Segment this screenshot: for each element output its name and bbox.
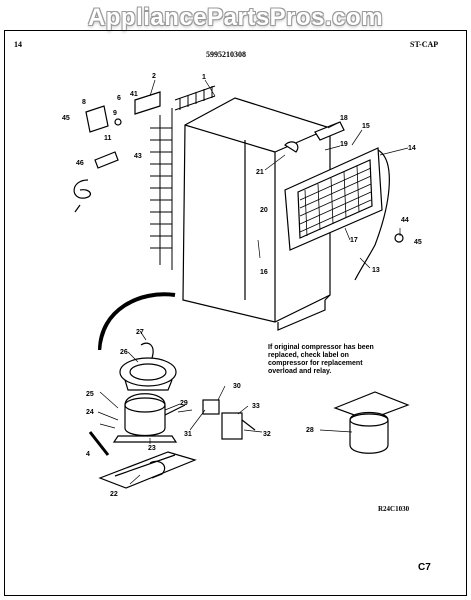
callout-17: 17 (350, 237, 358, 244)
watermark-text: AppliancePartsPros.com (87, 4, 384, 31)
callout-45-right: 45 (414, 239, 422, 246)
callout-4: 4 (86, 451, 90, 458)
callout-32: 32 (263, 431, 271, 438)
header-right-code: ST-CAP (410, 40, 439, 49)
callout-45-left: 45 (62, 115, 70, 122)
callout-6: 6 (117, 95, 121, 102)
leader-lines (97, 79, 409, 485)
callout-23: 23 (148, 445, 156, 452)
callout-14: 14 (408, 145, 416, 152)
callout-2: 2 (152, 73, 156, 80)
callout-8: 8 (82, 99, 86, 106)
thermostat-knob (394, 233, 404, 243)
callout-26: 26 (120, 349, 128, 356)
callout-29: 29 (180, 400, 188, 407)
callout-30: 30 (233, 383, 241, 390)
control-parts (73, 91, 161, 213)
defrost-heater (88, 431, 110, 456)
light-shield (314, 121, 345, 141)
callout-46: 46 (76, 160, 84, 167)
callout-1: 1 (202, 74, 206, 81)
relay-overload (202, 399, 256, 440)
replacement-compressor (333, 391, 410, 454)
callout-24: 24 (86, 409, 94, 416)
callout-41: 41 (130, 91, 138, 98)
diagram-reference-code: R24C1030 (378, 505, 410, 513)
callout-22: 22 (110, 491, 118, 498)
callout-19: 19 (340, 141, 348, 148)
callout-labels: 1 2 4 6 8 9 11 13 14 15 16 17 18 19 20 2… (62, 73, 422, 498)
callout-31: 31 (184, 431, 192, 438)
callout-28: 28 (306, 427, 314, 434)
evaporator-coil (284, 147, 390, 281)
header-left-number: 14 (14, 40, 22, 49)
callout-18: 18 (340, 115, 348, 122)
callout-25: 25 (86, 391, 94, 398)
callout-16: 16 (260, 269, 268, 276)
compressor-base-rail (98, 451, 197, 489)
callout-9: 9 (113, 110, 117, 117)
callout-20: 20 (260, 207, 268, 214)
refrigerator-cabinet (182, 97, 331, 331)
callout-43: 43 (134, 153, 142, 160)
light-socket (284, 141, 299, 153)
callout-33: 33 (252, 403, 260, 410)
callout-13: 13 (372, 267, 380, 274)
callout-27: 27 (136, 329, 144, 336)
callout-21: 21 (256, 169, 264, 176)
compressor (112, 393, 186, 443)
diagram-frame (4, 30, 467, 596)
callout-44: 44 (401, 217, 409, 224)
page-code: C7 (418, 562, 431, 573)
condenser-coil (150, 85, 216, 270)
drain-hose (98, 292, 176, 351)
replacement-note: If original compressor has been replaced… (268, 344, 374, 375)
callout-11: 11 (104, 135, 112, 142)
callout-15: 15 (362, 123, 370, 130)
header-model-number: 5995210308 (206, 50, 246, 59)
drain-pan (119, 342, 177, 391)
